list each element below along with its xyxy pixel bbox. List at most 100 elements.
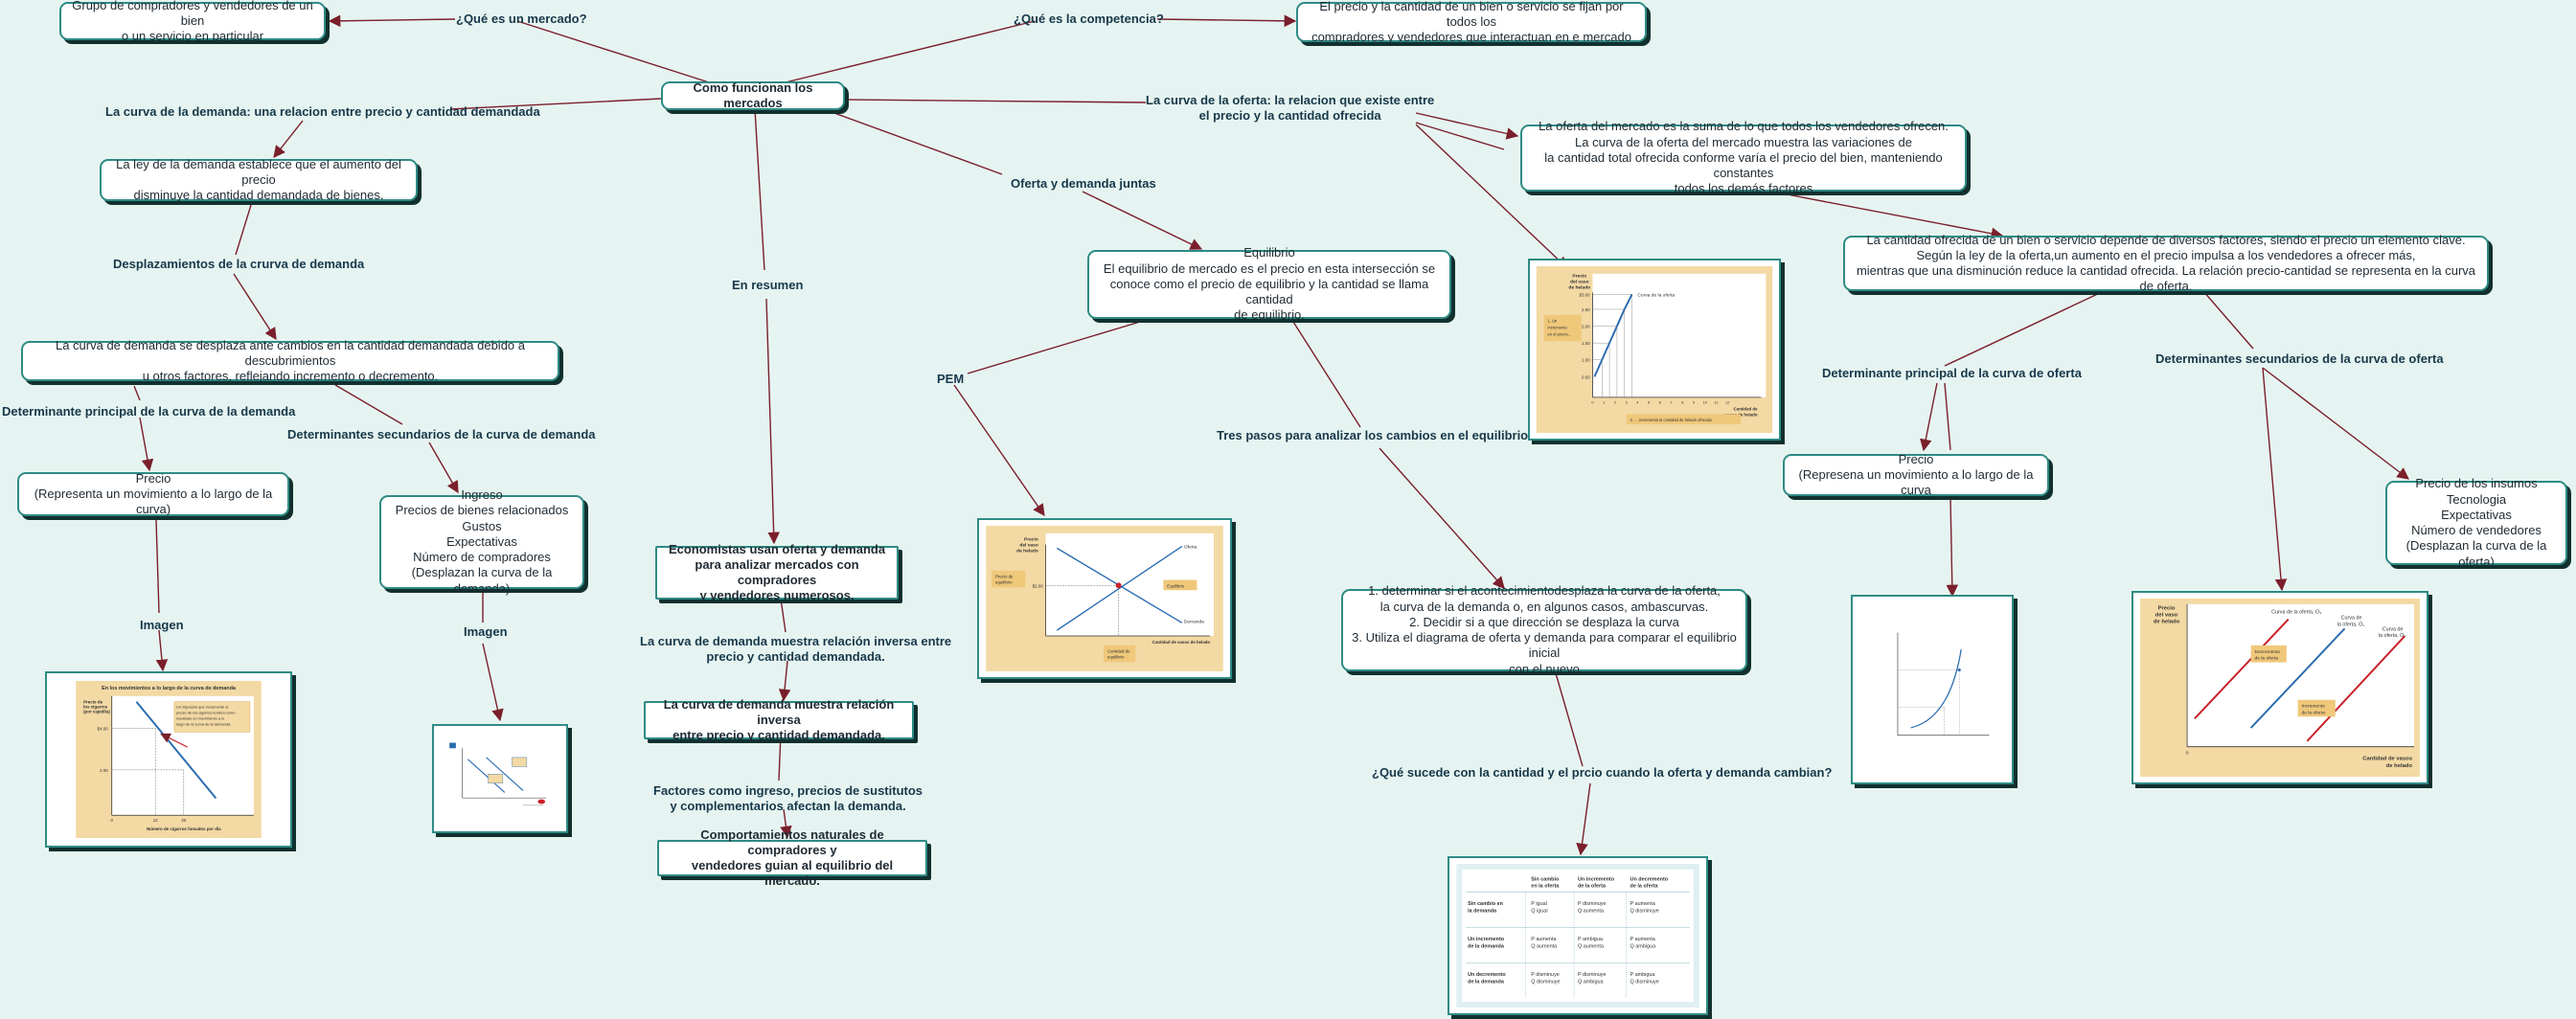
y-label: los cigarros [83,705,108,710]
link [823,108,1003,175]
label-que-sucede: ¿Qué sucede con la cantidad y el prcio c… [1372,765,1833,780]
link [449,98,662,110]
note-line: de la oferta [2302,710,2326,715]
text-line: compradores y vendedores que interactuan… [1311,30,1631,45]
link [233,273,277,341]
row-label: de la demanda [1468,944,1505,950]
node-precio-demanda[interactable]: Precio (Representa un movimiento a lo la… [17,471,289,516]
link [1944,290,2105,367]
link [953,384,1045,517]
node-secundarios-oferta[interactable]: Precio de los insumos Tecnologia Expecta… [2385,476,2567,569]
node-tres-pasos[interactable]: 1. determinar si el acontecimientodespla… [1341,583,1747,676]
curve-label: la oferta, O₁ [2337,622,2365,627]
figure-change-table: Sin cambio en la oferta Un incremento de… [1448,856,1708,1015]
note-line: Precio de [995,575,1014,579]
text-line: (Desplazan la curva de la demanda) [411,565,553,596]
link [1156,14,1297,28]
supply-curve-o1 [2249,627,2346,729]
link [273,120,304,158]
x-tick: 2 [1614,400,1616,405]
table-cell: P disminuye [1531,972,1560,978]
note-box [1626,414,1741,425]
text-line: (Desplazan la curva de la oferta) [2405,538,2547,569]
node-ley-demanda[interactable]: La ley de la demanda establece que el au… [100,157,418,202]
equilibrium-point [1115,582,1122,589]
node-resumen-1[interactable]: Economistas usan oferta y demanda para a… [655,542,899,603]
node-oferta-mercado[interactable]: La oferta del mercado es la suma de lo q… [1520,119,1967,195]
link [1415,124,1568,269]
supply-curve-o2 [2306,635,2405,742]
node-precio-oferta[interactable]: Precio (Represena un movimiento a lo lar… [1783,452,2049,497]
text-line: 1. determinar si el acontecimientodespla… [1368,583,1721,599]
text-line: el precio y la cantidad ofrecida [1198,108,1381,124]
curve-label: Curva de la oferta [1637,292,1675,298]
text-line: la cantidad total ofrecida conforme varí… [1544,149,1943,181]
node-secundarios-demanda[interactable]: Ingreso Precios de bienes relacionados G… [379,487,584,596]
link [785,20,1036,83]
link [1920,382,1938,452]
link [765,298,780,545]
table-header: de la oferta [1578,883,1607,889]
figure-bg [1860,604,2004,775]
demand-label: Demanda [1184,619,1204,624]
text-line: y complementarios afectan la demanda. [670,799,906,814]
link [780,808,792,839]
figure-supply-shift-svg: Precio del vaso de helado Curva de la of… [2140,599,2420,777]
x-label: Cantidad de [1733,407,1758,412]
figure-demand-shift-thumb [432,724,568,833]
figure-supply-thumb-svg [1860,604,2004,775]
x-tick: 7 [1671,400,1673,405]
note-line: largo de la curva de la demanda. [176,721,231,726]
table-cell: Q disminuye [1630,909,1659,915]
label-pem: PEM [937,372,965,386]
table-cell: Q ambigua [1630,944,1657,950]
node-mercado-def[interactable]: Grupo de compradores y vendedores de un … [59,0,326,43]
center-text: Como funcionan los mercados [693,79,813,110]
label-curva-oferta: La curva de la oferta: la relacion que e… [1146,93,1434,125]
node-resumen-3[interactable]: Comportamientos naturales de compradores… [657,827,927,888]
point [1957,668,1961,672]
supply-curve [1910,649,1962,729]
table-header: Un incremento [1578,877,1615,883]
node-equilibrio[interactable]: Equilibrio El equilibrio de mercado es e… [1087,245,1451,322]
node-competencia-def[interactable]: El precio y la cantidad de un bien o ser… [1296,0,1647,45]
row-label: Un decremento [1468,972,1506,978]
x-tick: 12 [153,818,158,823]
node-cantidad-ofrecida[interactable]: La cantidad ofrecida de un bien o servic… [1843,232,2489,293]
table-cell: Q aumenta [1578,909,1605,915]
node-center[interactable]: Como funcionan los mercados [661,79,845,110]
note-line: precio de los cigarros tendría como [176,711,236,715]
link [2262,367,2288,592]
text-line: El precio y la cantidad de un bien o ser… [1319,0,1624,29]
link [1946,497,1959,598]
figure-supply-curve: Precio del vaso de helado Curva de la of… [1528,259,1781,441]
table-cell: P aumenta [1630,901,1656,907]
demand-curve [135,701,217,800]
text-line: Equilibrio [1243,245,1295,260]
node-desplaza-demanda[interactable]: La curva de demanda se desplaza ante cam… [21,338,559,383]
text-line: y vendedores numerosos. [699,588,855,603]
text-line: La curva de demanda muestra relación inv… [663,696,895,727]
note-line: en el precio... [1548,331,1572,336]
node-resumen-2[interactable]: La curva de demanda muestra relación inv… [644,697,914,742]
text-line: La cantidad ofrecida de un bien o servic… [1866,232,2466,247]
label-det-principal-demanda: Determinante principal de la curva de la… [2,404,296,419]
y-label: Precio [2158,606,2176,612]
text-line: con el nuevo [1509,661,1580,676]
link [1771,191,2004,240]
y-label: del vaso [1570,280,1589,285]
link [516,20,710,83]
text-line: La curva de demanda muestra relación inv… [640,634,952,648]
label-imagen-1: Imagen [140,618,184,632]
figure-supply-thumb [1851,595,2014,784]
text-line: Economistas usan oferta y demanda [668,541,886,556]
figure-thumb-svg [440,732,560,826]
link [778,733,782,781]
text-line: todos los demás factores [1674,181,1813,196]
table-cell: Q aumenta [1531,944,1558,950]
curve-label: la oferta, O₂ [2379,633,2406,639]
curve-label: Curva de [2382,626,2404,632]
note-line: 2. ... incrementa la cantidad de helado … [1630,418,1713,422]
table-header: en la oferta [1531,883,1560,889]
